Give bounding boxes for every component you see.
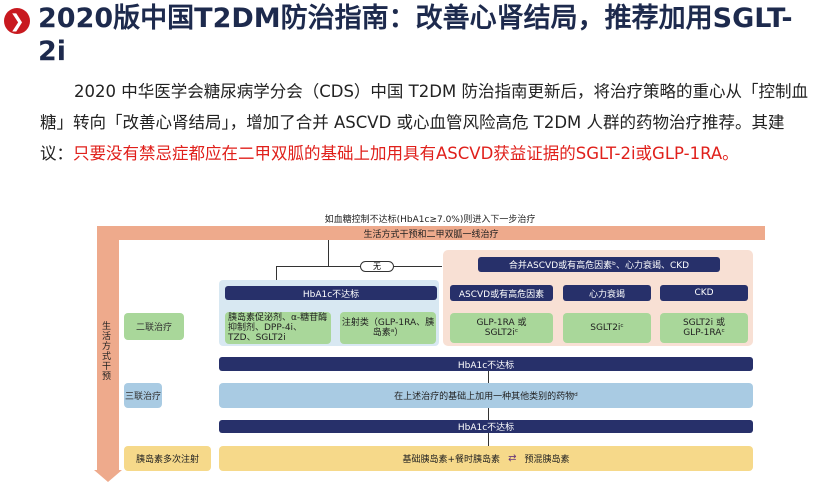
switch-arrows-icon: ⇄ <box>508 453 517 464</box>
insulin-box: 基础胰岛素+餐时胰岛素 ⇄ 预混胰岛素 <box>219 446 753 471</box>
triple-box: 在上述治疗的基础上加用一种其他类别的药物ᵈ <box>219 383 753 408</box>
dual-label: 二联治疗 <box>124 313 184 340</box>
hba1c-fail-bar: HbA1c不达标 <box>219 357 753 371</box>
branch-rec: SGLT2i 或GLP-1RAᶜ <box>660 313 748 343</box>
lifestyle-label: 生活方式干预 <box>102 322 112 382</box>
intro-text: 2020 中华医学会糖尿病学分会（CDS）中国 T2DM 防治指南更新后，将治疗… <box>40 82 808 163</box>
basal-bolus: 基础胰岛素+餐时胰岛素 <box>402 455 501 465</box>
page-title: 2020版中国T2DM防治指南：改善心肾结局，推荐加用SGLT-2i <box>38 3 793 67</box>
lifestyle-arrow <box>97 226 119 472</box>
insulin-label: 胰岛素多次注射 <box>124 446 211 471</box>
branch-rec: GLP-1RA 或SGLT2iᶜ <box>450 313 553 343</box>
intro-paragraph: 2020 中华医学会糖尿病学分会（CDS）中国 T2DM 防治指南更新后，将治疗… <box>40 76 810 169</box>
hba1c-fail-bar: HbA1c不达标 <box>225 286 437 300</box>
injectables-box: 注射类（GLP-1RA、胰岛素ᵃ） <box>340 312 436 344</box>
hba1c-fail-bar: HbA1c不达标 <box>219 420 753 433</box>
branch-head: 心力衰竭 <box>563 285 651 301</box>
chevron-right-icon: ❯ <box>4 8 30 34</box>
no-pill: 无 <box>360 261 394 272</box>
highlight-text: 只要没有禁忌症都应在二甲双胍的基础上加用具有ASCVD获益证据的SGLT-2i或… <box>73 144 739 163</box>
branch-head: CKD <box>660 285 748 301</box>
branch-rec: SGLT2iᶜ <box>563 313 651 343</box>
premix: 预混胰岛素 <box>524 455 570 465</box>
arrow-head-icon <box>94 470 122 482</box>
triple-label: 三联治疗 <box>124 383 162 408</box>
oral-drugs-box: 胰岛素促泌剂、α-糖苷酶抑制剂、DPP-4i、TZD、SGLT2i <box>225 312 331 344</box>
first-line-bar: 生活方式干预和二甲双胍一线治疗 <box>97 226 765 240</box>
top-note: 如血糖控制不达标(HbA1c≥7.0%)则进入下一步治疗 <box>324 215 536 225</box>
comorbidity-bar: 合并ASCVD或有高危因素ᵇ、心力衰竭、CKD <box>478 257 720 272</box>
branch-head: ASCVD或有高危因素 <box>450 285 553 301</box>
